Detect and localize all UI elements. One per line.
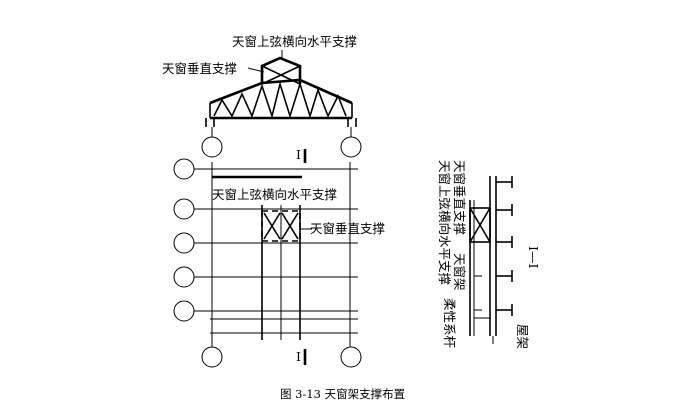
- axis-circle: [173, 266, 195, 288]
- axis-circle: [173, 158, 195, 180]
- plan-view: [173, 158, 362, 368]
- label-plan-top-bracing: 天窗上弦横向水平支撑: [212, 187, 338, 202]
- label-section-top-bracing: 天窗上弦横向水平支撑: [437, 160, 452, 286]
- section-mark-bottom: I: [296, 349, 301, 364]
- label-plan-vertical-bracing: 天窗垂直支撑: [310, 221, 386, 236]
- truss-elevation: [201, 50, 362, 158]
- axis-circle: [173, 232, 195, 254]
- section-mark-top: I: [296, 147, 301, 162]
- figure-caption: 图 3-13 天窗架支撑布置: [280, 387, 405, 401]
- axis-circle: [340, 346, 362, 368]
- label-section-flexible-tie: 柔性系杆: [442, 298, 457, 349]
- label-section-skylight-frame: 天窗架: [452, 253, 467, 291]
- axis-circle: [173, 198, 195, 220]
- axis-circle: [201, 346, 223, 368]
- label-section-mark: I—I: [526, 246, 541, 268]
- axis-circle: [340, 136, 362, 158]
- label-section-roof-truss: 屋架: [515, 324, 530, 349]
- label-elev-top-bracing: 天窗上弦横向水平支撑: [232, 34, 358, 49]
- section-view: [469, 176, 513, 344]
- axis-circle: [173, 300, 195, 322]
- label-section-vertical-bracing: 天窗垂直支撑: [452, 160, 467, 236]
- axis-circle: [201, 136, 223, 158]
- label-elev-vertical-bracing: 天窗垂直支撑: [162, 61, 238, 76]
